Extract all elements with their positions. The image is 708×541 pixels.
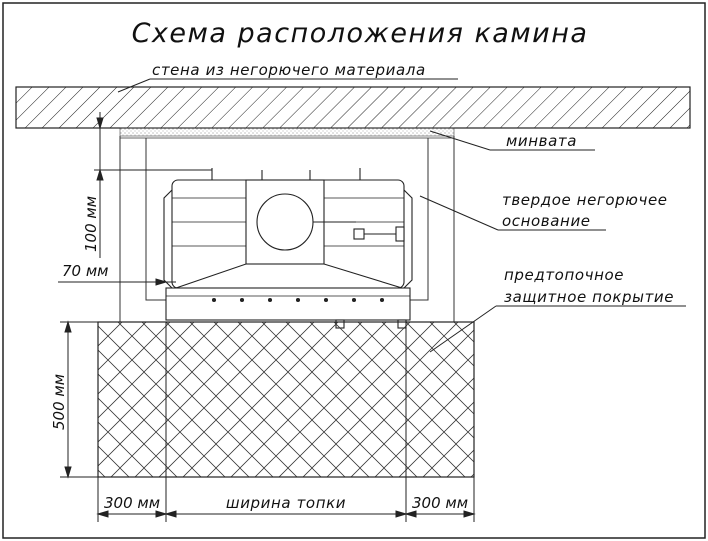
dim-bottom-arrow5 <box>404 510 417 518</box>
insulation-strip <box>119 127 455 137</box>
dim-firebox-width-label: ширина топки <box>226 494 346 512</box>
dim-left-margin-label: 300 мм <box>104 494 160 512</box>
dim-bottom-arrow4 <box>395 510 408 518</box>
dim-depth-arrow1 <box>64 320 72 333</box>
dim-gap-top-label: 100 мм <box>82 196 100 252</box>
plate-dot-6 <box>351 297 357 303</box>
dim-depth-arrow2 <box>64 466 72 479</box>
plate-dot-2 <box>239 297 245 303</box>
covering-label-line1: предтопочное <box>504 266 624 284</box>
base-label-line2: основание <box>502 212 591 230</box>
covering-leader <box>429 305 497 353</box>
plate-dot-3 <box>267 297 273 303</box>
base-label-line1: твердое негорючее <box>502 191 668 209</box>
protective-covering <box>97 321 475 478</box>
wall-label: стена из негорючего материала <box>152 61 426 79</box>
wall-hatched <box>15 86 691 129</box>
damper-handle <box>353 228 365 240</box>
dim-depth-label: 500 мм <box>50 374 68 430</box>
dim-gap-side-label: 70 мм <box>62 262 109 280</box>
plate-dot-4 <box>295 297 301 303</box>
fireplace-insert <box>163 168 413 329</box>
dim-gap-side-arrow <box>155 278 168 286</box>
dim-bottom-arrow6 <box>463 510 476 518</box>
plate-dot-7 <box>379 297 385 303</box>
dim-gap-top <box>94 112 212 258</box>
insert-right-edge <box>403 189 413 289</box>
insulation-leader <box>429 130 491 151</box>
base-plate <box>165 287 411 321</box>
dim-right-margin-label: 300 мм <box>412 494 468 512</box>
insulation-label: минвата <box>506 132 577 150</box>
dim-bottom-arrow3 <box>164 510 177 518</box>
damper-clip <box>395 226 405 242</box>
dim-bottom <box>96 477 476 522</box>
wall-leader <box>117 78 151 93</box>
dim-gap-top-arrow1 <box>96 117 104 130</box>
plate-dot-5 <box>323 297 329 303</box>
plate-dot-1 <box>211 297 217 303</box>
dim-bottom-arrow2 <box>155 510 168 518</box>
base-leader <box>419 195 499 231</box>
insert-left-edge <box>163 189 173 289</box>
dim-depth <box>60 320 98 479</box>
covering-label-line2: защитное покрытие <box>504 288 674 306</box>
dim-bottom-arrow1 <box>96 510 109 518</box>
flue-pipe <box>256 193 314 251</box>
dim-gap-side <box>58 278 176 286</box>
dim-gap-top-arrow2 <box>96 168 104 181</box>
diagram-title: Схема расположения камина <box>132 18 589 49</box>
